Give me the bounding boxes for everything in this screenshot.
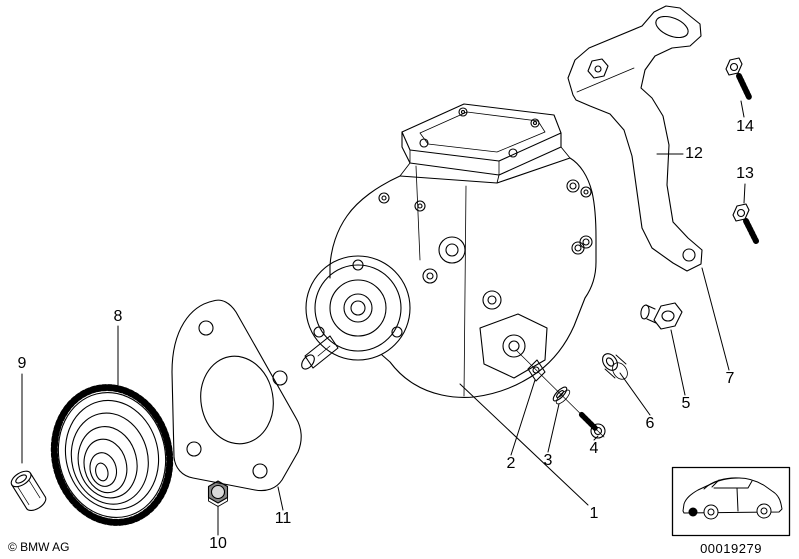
injection-pump-drawing bbox=[301, 103, 597, 398]
bracket-drawing bbox=[567, 5, 703, 272]
part-callout-12[interactable]: 12 bbox=[685, 145, 703, 162]
sprocket-gear-drawing bbox=[50, 384, 174, 526]
car-icon bbox=[682, 477, 783, 520]
gasket-drawing bbox=[171, 299, 302, 492]
part-callout-7[interactable]: 7 bbox=[725, 370, 735, 387]
bolt-14-drawing bbox=[725, 57, 752, 100]
part-callout-2[interactable]: 2 bbox=[506, 455, 516, 472]
part-callout-13[interactable]: 13 bbox=[736, 165, 754, 182]
bolt-13-drawing bbox=[732, 203, 759, 244]
part-location-dot bbox=[688, 507, 698, 517]
vehicle-thumbnail bbox=[671, 466, 791, 537]
part-callout-9[interactable]: 9 bbox=[17, 355, 27, 372]
part-callout-11[interactable]: 11 bbox=[274, 510, 292, 527]
part-callout-6[interactable]: 6 bbox=[645, 415, 655, 432]
copyright-text: © BMW AG bbox=[8, 540, 70, 554]
document-number: 00019279 bbox=[700, 541, 762, 556]
part-callout-3[interactable]: 3 bbox=[543, 452, 553, 469]
small-parts-drawing bbox=[515, 302, 683, 439]
part-callout-8[interactable]: 8 bbox=[113, 308, 123, 325]
leader-lines bbox=[21, 100, 746, 536]
nut-drawing bbox=[207, 480, 229, 507]
bushing-drawing bbox=[10, 470, 47, 512]
part-callout-4[interactable]: 4 bbox=[589, 440, 599, 457]
part-callout-1[interactable]: 1 bbox=[589, 505, 599, 522]
part-callout-5[interactable]: 5 bbox=[681, 395, 691, 412]
part-callout-10[interactable]: 10 bbox=[209, 535, 227, 552]
part-callout-14[interactable]: 14 bbox=[736, 118, 754, 135]
